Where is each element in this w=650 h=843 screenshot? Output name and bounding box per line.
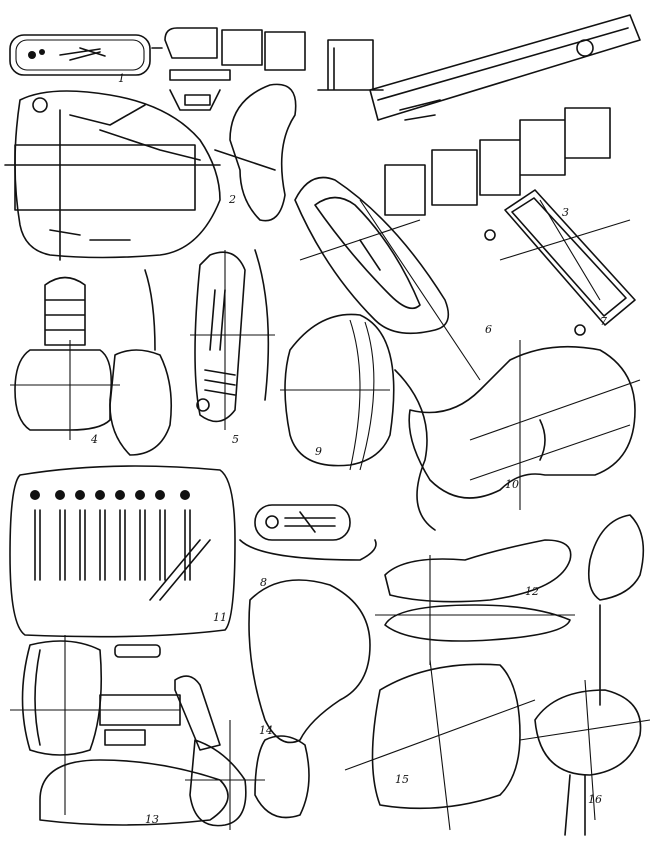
label-9: 9: [315, 445, 322, 458]
label-5: 5: [232, 433, 239, 446]
drawing-5: [190, 249, 275, 430]
label-15: 15: [395, 773, 409, 786]
label-11: 11: [213, 611, 227, 624]
drawing-2: [4, 90, 276, 261]
drawing-11: [9, 465, 236, 658]
label-16: 16: [588, 793, 602, 806]
drawing-4: [10, 269, 173, 456]
drawing-7: [484, 189, 636, 336]
label-7: 7: [600, 315, 607, 328]
label-10: 10: [505, 478, 519, 491]
drawing-15: [344, 659, 536, 831]
drawing-16: [519, 679, 650, 836]
label-13: 13: [145, 813, 159, 826]
drawing-8: [239, 504, 377, 561]
drawing-box-section: [229, 39, 384, 222]
label-14: 14: [259, 724, 273, 737]
label-4: 4: [90, 433, 98, 446]
drawing-6: [294, 176, 481, 381]
drawing-1: [9, 27, 306, 111]
label-2: 2: [228, 193, 236, 206]
label-8: 8: [260, 576, 267, 589]
label-1: 1: [118, 72, 125, 85]
drawing-3: [369, 14, 641, 216]
label-12: 12: [525, 585, 539, 598]
drawing-12: [375, 514, 645, 706]
drawing-14: [174, 579, 371, 830]
drawing-13: [10, 635, 229, 826]
label-6: 6: [485, 323, 492, 336]
drawing-9: [280, 313, 436, 531]
drawing-10: [408, 340, 641, 510]
label-3: 3: [562, 206, 569, 219]
